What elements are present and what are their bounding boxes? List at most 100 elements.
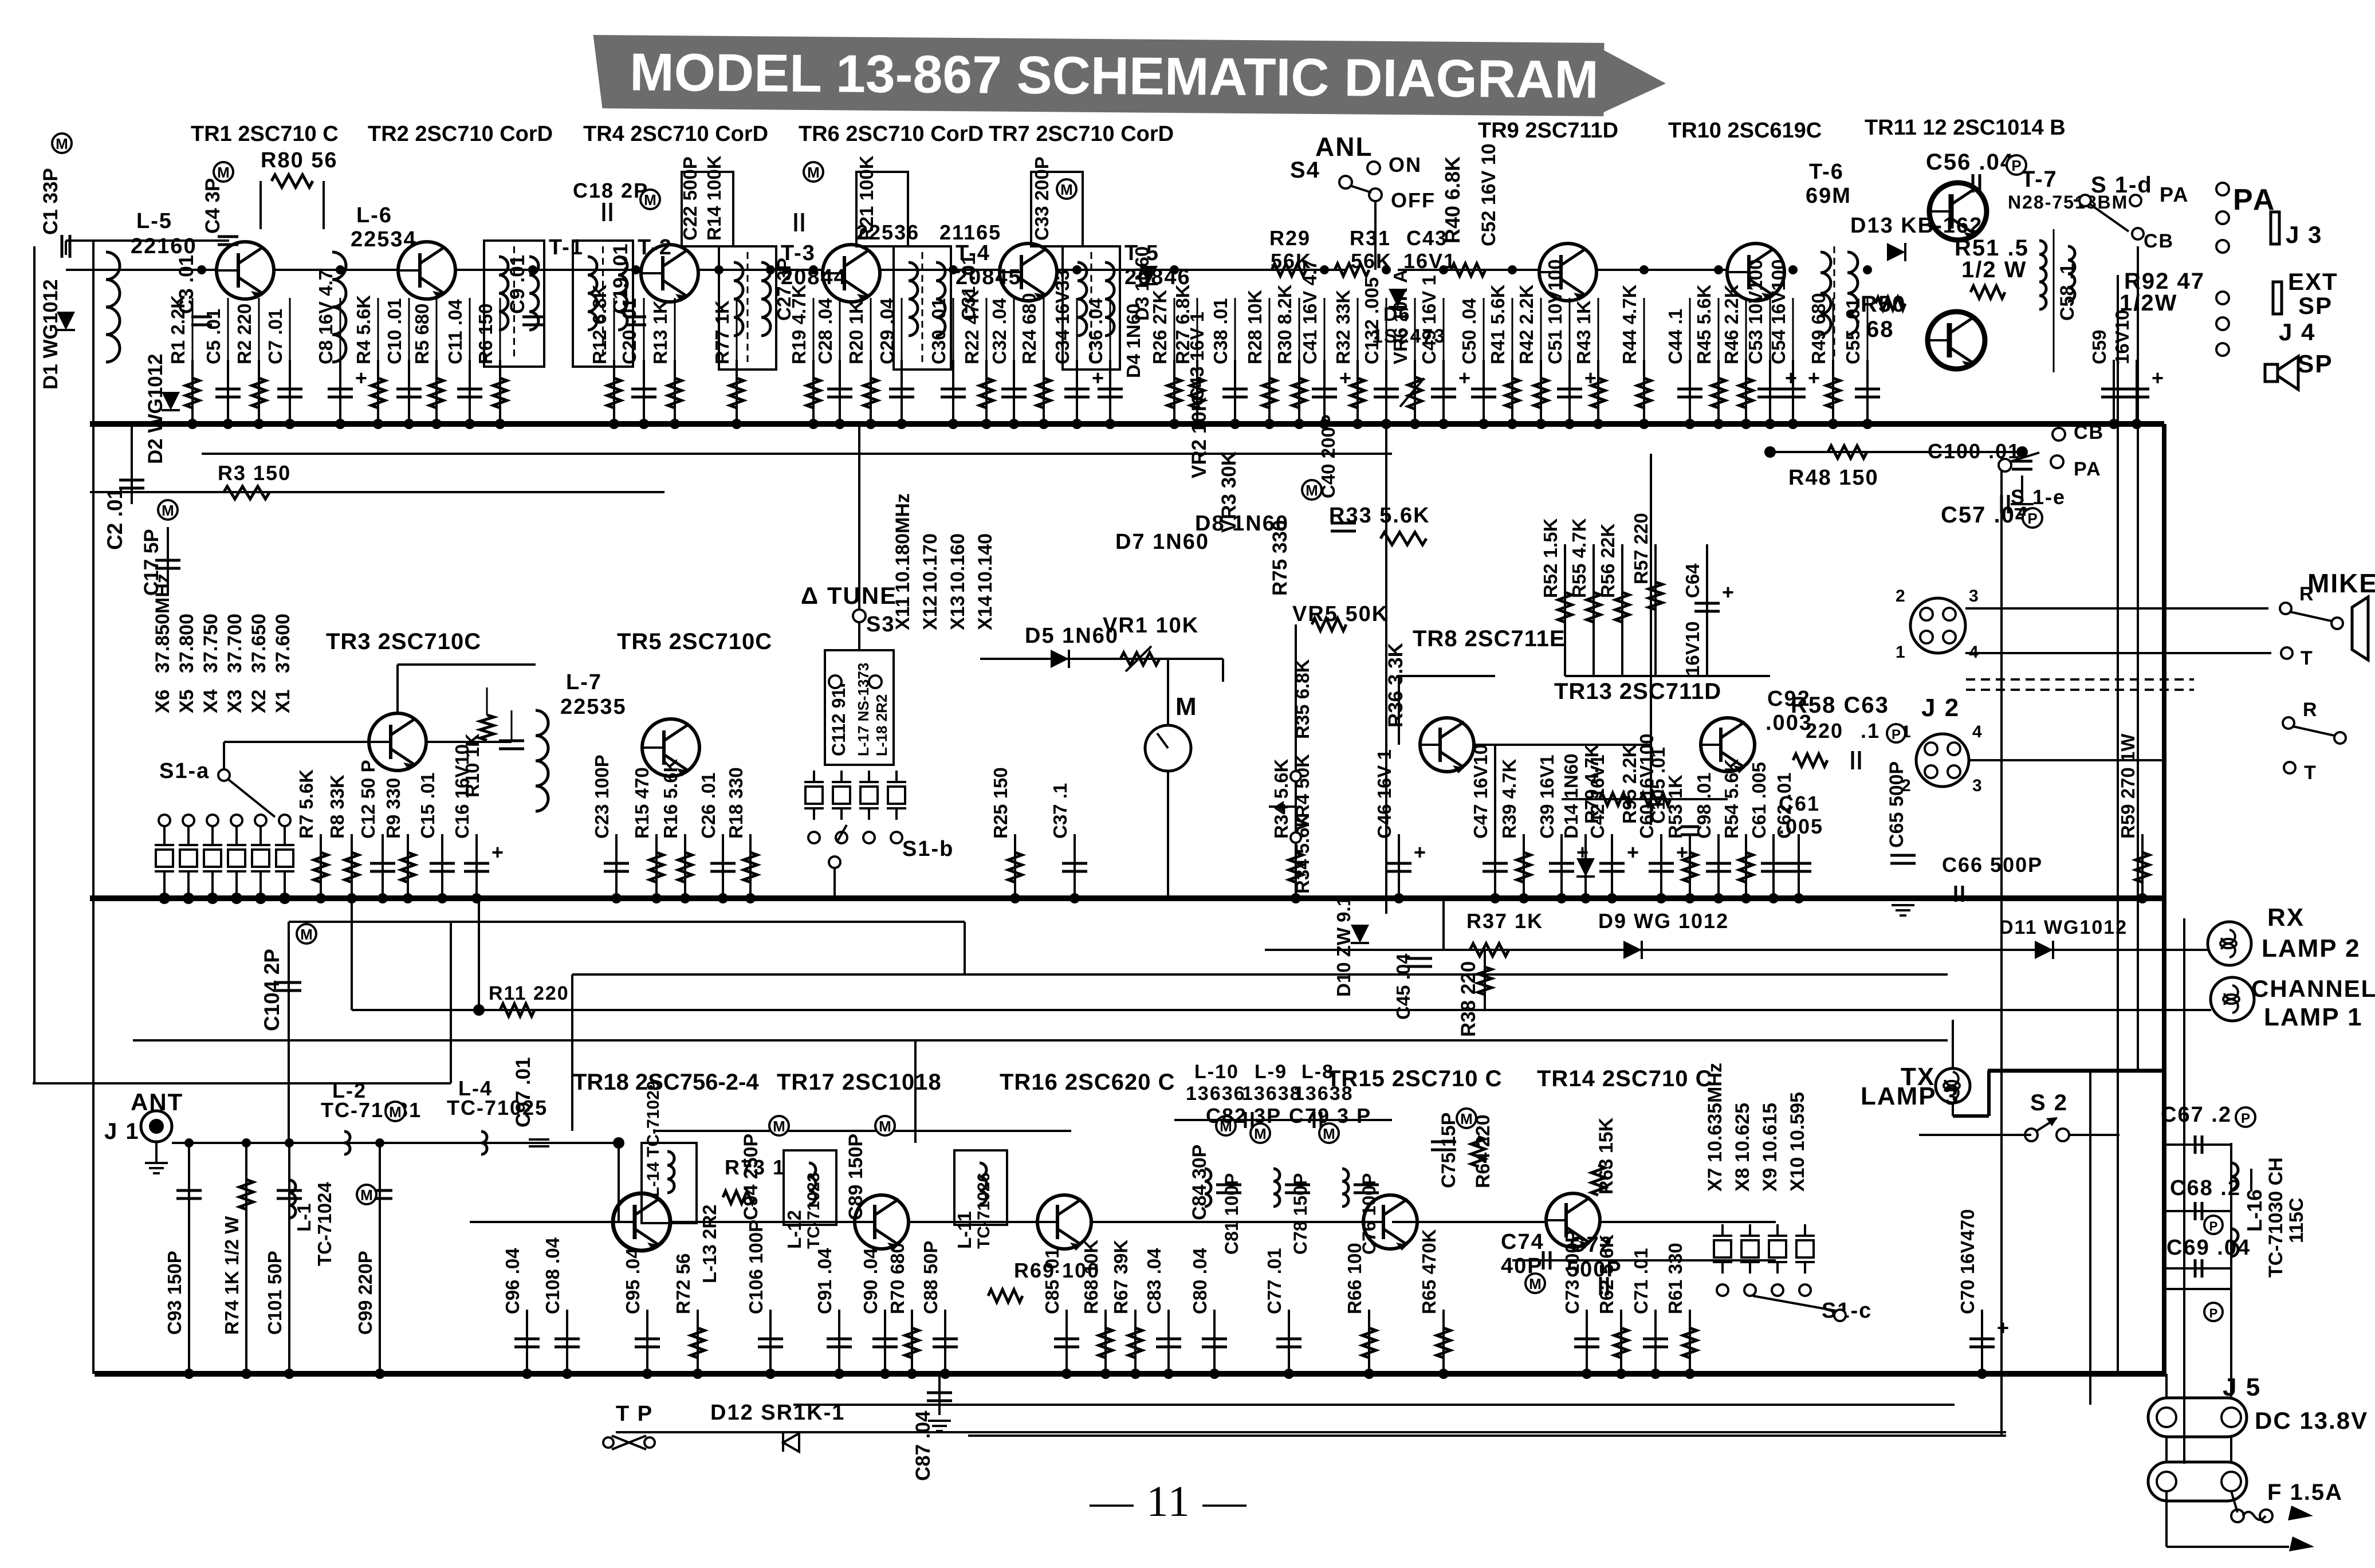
svg-text:R27 6.8K: R27 6.8K: [1172, 284, 1193, 364]
svg-text:13638: 13638: [1293, 1083, 1354, 1105]
svg-text:C105 .01: C105 .01: [1647, 747, 1669, 824]
svg-text:69M: 69M: [1806, 184, 1851, 208]
svg-text:C68 .2: C68 .2: [2170, 1176, 2241, 1200]
svg-text:C82 3P: C82 3P: [1206, 1104, 1281, 1127]
svg-text:C73 100P: C73 100P: [1562, 1230, 1583, 1314]
svg-text:L-14 TC-71029: L-14 TC-71029: [644, 1081, 663, 1197]
svg-text:D8 1N60: D8 1N60: [1195, 512, 1289, 536]
svg-text:J 2: J 2: [1921, 694, 1960, 722]
svg-text:R38 220: R38 220: [1457, 961, 1480, 1037]
svg-text:C31 .01: C31 .01: [958, 254, 979, 321]
svg-text:TR18 2SC756-2-4: TR18 2SC756-2-4: [573, 1070, 759, 1095]
svg-text:115C: 115C: [2286, 1198, 2307, 1243]
svg-text:S1-b: S1-b: [902, 837, 954, 861]
svg-text:21165: 21165: [939, 221, 1001, 244]
svg-text:P: P: [2241, 1111, 2250, 1126]
svg-text:R6 150: R6 150: [475, 304, 496, 364]
svg-text:C38 .01: C38 .01: [1210, 298, 1231, 364]
svg-text:R55 4.7K: R55 4.7K: [1568, 518, 1590, 598]
svg-text:C22 500P: C22 500P: [679, 156, 701, 241]
svg-text:P: P: [2027, 510, 2037, 527]
svg-text:TC-71030 CH: TC-71030 CH: [2265, 1157, 2287, 1278]
svg-text:PA: PA: [2160, 183, 2189, 206]
svg-text:C106 100P: C106 100P: [745, 1220, 766, 1314]
svg-text:R43 1K: R43 1K: [1573, 300, 1594, 364]
svg-text:2: 2: [1896, 587, 1906, 606]
svg-text:3: 3: [1969, 587, 1980, 606]
svg-text:F 1.5A: F 1.5A: [2267, 1480, 2343, 1505]
svg-text:M: M: [1060, 181, 1073, 198]
svg-text:R26 27K: R26 27K: [1149, 290, 1170, 364]
svg-text:.003: .003: [1765, 711, 1812, 735]
svg-text:DC 13.8V: DC 13.8V: [2255, 1407, 2368, 1434]
svg-text:C17 5P: C17 5P: [140, 529, 163, 596]
svg-text:M: M: [162, 502, 174, 519]
svg-text:X13: X13: [947, 596, 969, 631]
svg-text:C88 50P: C88 50P: [920, 1241, 941, 1314]
svg-text:C33 200P: C33 200P: [1031, 156, 1052, 241]
svg-text:C70 16V470: C70 16V470: [1957, 1209, 1978, 1314]
svg-text:R42 2.2K: R42 2.2K: [1516, 284, 1537, 364]
svg-text:T-3: T-3: [781, 241, 816, 265]
svg-text:D5 1N60: D5 1N60: [1025, 624, 1119, 648]
svg-text:TR14 2SC710 C: TR14 2SC710 C: [1537, 1066, 1712, 1091]
svg-text:R34 5.6K: R34 5.6K: [1292, 814, 1313, 894]
svg-text:R12 6.8K: R12 6.8K: [589, 284, 610, 364]
svg-text:C27 3P: C27 3P: [773, 258, 795, 321]
svg-text:R95 2.2K: R95 2.2K: [1619, 744, 1640, 824]
svg-text:C97 .01: C97 .01: [512, 1057, 534, 1127]
svg-text:C89 150P: C89 150P: [845, 1134, 867, 1220]
svg-text:TR2 2SC710 CorD: TR2 2SC710 CorD: [368, 122, 553, 146]
svg-text:L-2: L-2: [332, 1079, 367, 1102]
svg-text:37.600: 37.600: [272, 614, 294, 673]
svg-text:D1 WG1012: D1 WG1012: [40, 279, 62, 390]
svg-text:C91 .04: C91 .04: [814, 1248, 835, 1314]
svg-text:37.700: 37.700: [224, 614, 246, 673]
svg-text:R: R: [2299, 583, 2315, 605]
svg-text:+: +: [355, 366, 367, 390]
svg-text:S 1-e: S 1-e: [2011, 485, 2066, 509]
svg-text:C94 250P: C94 250P: [740, 1134, 762, 1220]
svg-text:D7 1N60: D7 1N60: [1115, 530, 1209, 554]
svg-text:C54 16V100: C54 16V100: [1768, 260, 1789, 364]
svg-text:VR4 50K: VR4 50K: [1292, 754, 1313, 831]
svg-text:+: +: [1092, 366, 1104, 390]
svg-text:R8 33K: R8 33K: [327, 775, 348, 839]
svg-text:S3: S3: [866, 612, 895, 636]
svg-text:D6: D6: [1383, 304, 1410, 325]
svg-text:L-6: L-6: [356, 203, 392, 227]
svg-text:C12 50 P: C12 50 P: [357, 760, 379, 839]
svg-text:M: M: [1306, 482, 1318, 499]
svg-text:C77 .01: C77 .01: [1264, 1248, 1285, 1314]
svg-text:R36 3.3K: R36 3.3K: [1385, 643, 1407, 728]
svg-text:R61 330: R61 330: [1665, 1243, 1686, 1314]
svg-text:C55 .01: C55 .01: [1842, 298, 1863, 364]
svg-text:L-4: L-4: [458, 1076, 493, 1100]
svg-text:T: T: [2304, 762, 2317, 784]
svg-text:C90 .04: C90 .04: [860, 1248, 881, 1314]
svg-text:R14 100K: R14 100K: [703, 155, 725, 241]
svg-text:2: 2: [1901, 776, 1912, 795]
svg-text:C45 .04: C45 .04: [1393, 953, 1414, 1020]
svg-text:C2 .01: C2 .01: [103, 488, 127, 550]
svg-text:R15 470: R15 470: [631, 767, 652, 839]
svg-text:R21 100K: R21 100K: [856, 155, 877, 241]
svg-text:X11: X11: [892, 596, 914, 630]
svg-text:M: M: [389, 1103, 402, 1121]
svg-text:M: M: [217, 164, 230, 181]
svg-text:M: M: [360, 1186, 373, 1204]
svg-text:L-1: L-1: [293, 1204, 314, 1232]
svg-text:TR17 2SC1018: TR17 2SC1018: [777, 1070, 942, 1095]
svg-text:R24 680: R24 680: [1019, 293, 1040, 364]
svg-text:R4 5.6K: R4 5.6K: [353, 295, 374, 364]
svg-text:R65 470K: R65 470K: [1418, 1229, 1440, 1314]
svg-text:+: +: [1808, 366, 1820, 390]
svg-text:R29: R29: [1269, 226, 1311, 250]
svg-text:4: 4: [1972, 722, 1983, 741]
svg-text:TX: TX: [1901, 1063, 1935, 1091]
svg-text:J 4: J 4: [2279, 319, 2315, 345]
svg-text:L-11: L-11: [954, 1211, 975, 1249]
svg-text:R20 1K: R20 1K: [846, 300, 867, 364]
svg-text:C57 .04: C57 .04: [1941, 502, 2029, 528]
svg-text:D13 KB-162: D13 KB-162: [1850, 214, 1983, 238]
